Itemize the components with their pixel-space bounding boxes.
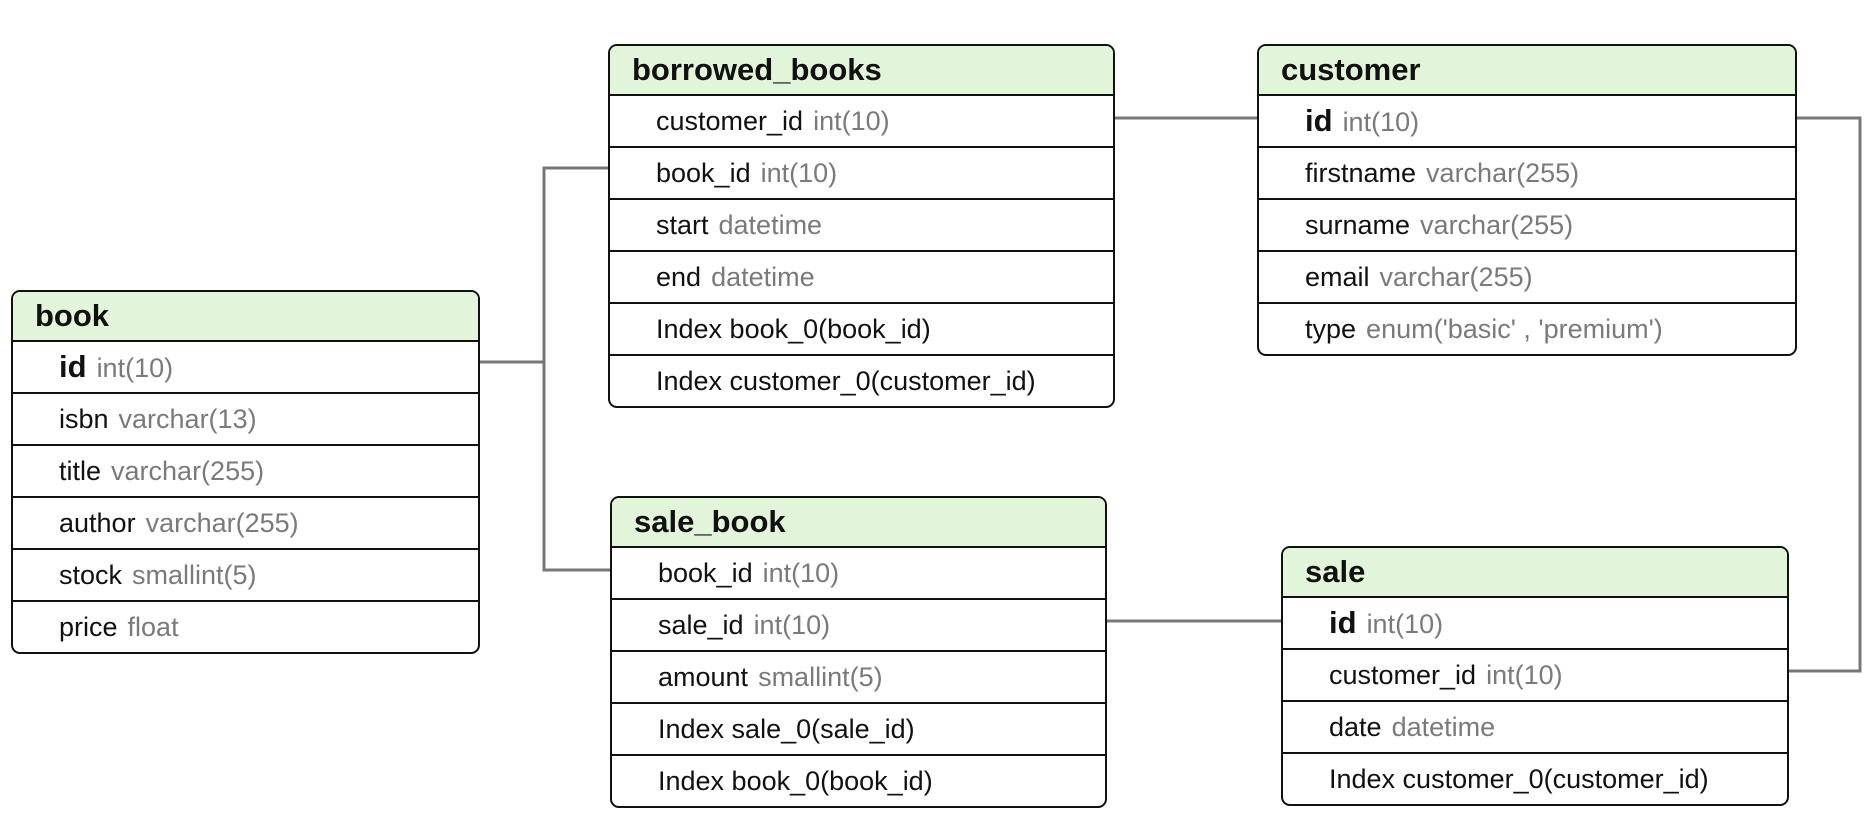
- column-name: book_id: [658, 558, 753, 588]
- column-name: firstname: [1305, 158, 1417, 188]
- table-title: sale: [1283, 548, 1787, 598]
- column-type: varchar(255): [1379, 262, 1533, 292]
- column-name: id: [59, 349, 87, 384]
- column-row[interactable]: author varchar(255): [13, 496, 478, 548]
- column-row[interactable]: end datetime: [610, 250, 1113, 302]
- column-row[interactable]: email varchar(255): [1259, 250, 1795, 302]
- column-type: enum('basic' , 'premium'): [1366, 314, 1663, 344]
- column-type: smallint(5): [758, 662, 883, 692]
- column-row[interactable]: customer_id int(10): [1283, 648, 1787, 700]
- column-row[interactable]: book_id int(10): [612, 548, 1105, 598]
- column-name: title: [59, 456, 102, 486]
- column-name: price: [59, 612, 118, 642]
- column-row[interactable]: sale_id int(10): [612, 598, 1105, 650]
- column-type: datetime: [711, 262, 815, 292]
- column-type: int(10): [753, 610, 831, 640]
- column-name: end: [656, 262, 702, 292]
- index-row[interactable]: Index book_0(book_id): [612, 754, 1105, 806]
- index-row[interactable]: Index customer_0(customer_id): [1283, 752, 1787, 804]
- connector-customer-sale: [1789, 116, 1862, 673]
- column-name: type: [1305, 314, 1357, 344]
- column-name: date: [1329, 712, 1382, 742]
- column-row[interactable]: price float: [13, 600, 478, 652]
- column-type: int(10): [1342, 107, 1420, 137]
- column-name: book_id: [656, 158, 751, 188]
- index-row[interactable]: Index sale_0(sale_id): [612, 702, 1105, 754]
- column-row[interactable]: id int(10): [13, 342, 478, 392]
- column-row[interactable]: date datetime: [1283, 700, 1787, 752]
- column-type: datetime: [1391, 712, 1496, 742]
- column-name: author: [59, 508, 136, 538]
- column-name: customer_id: [1329, 660, 1477, 690]
- column-name: sale_id: [658, 610, 744, 640]
- table-title: sale_book: [612, 498, 1105, 548]
- connector-book-sale-book: [542, 362, 610, 572]
- column-type: varchar(255): [1426, 158, 1580, 188]
- column-row[interactable]: stock smallint(5): [13, 548, 478, 600]
- column-row[interactable]: title varchar(255): [13, 444, 478, 496]
- column-type: int(10): [813, 106, 890, 136]
- column-row[interactable]: firstname varchar(255): [1259, 146, 1795, 198]
- index-row[interactable]: Index customer_0(customer_id): [610, 354, 1113, 406]
- column-type: int(10): [1366, 609, 1444, 639]
- column-type: varchar(255): [1420, 210, 1574, 240]
- column-type: smallint(5): [132, 560, 257, 590]
- column-name: id: [1329, 605, 1357, 640]
- column-type: varchar(255): [145, 508, 299, 538]
- column-row[interactable]: start datetime: [610, 198, 1113, 250]
- column-row[interactable]: customer_id int(10): [610, 96, 1113, 146]
- column-type: int(10): [1486, 660, 1563, 690]
- column-type: varchar(255): [111, 456, 265, 486]
- column-name: start: [656, 210, 709, 240]
- connector-book-borrowed-books: [478, 166, 608, 364]
- column-name: isbn: [59, 404, 109, 434]
- table-title: book: [13, 292, 478, 342]
- column-row[interactable]: id int(10): [1283, 598, 1787, 648]
- column-name: email: [1305, 262, 1370, 292]
- column-type: int(10): [762, 558, 840, 588]
- column-type: varchar(13): [118, 404, 257, 434]
- column-row[interactable]: amount smallint(5): [612, 650, 1105, 702]
- column-type: datetime: [718, 210, 823, 240]
- column-row[interactable]: book_id int(10): [610, 146, 1113, 198]
- table-title: customer: [1259, 46, 1795, 96]
- table-borrowed-books[interactable]: borrowed_books customer_id int(10) book_i…: [608, 44, 1115, 408]
- table-book[interactable]: book id int(10) isbn varchar(13) title varc…: [11, 290, 480, 654]
- table-title: borrowed_books: [610, 46, 1113, 96]
- column-name: stock: [59, 560, 123, 590]
- column-row[interactable]: isbn varchar(13): [13, 392, 478, 444]
- column-type: int(10): [760, 158, 838, 188]
- index-row[interactable]: Index book_0(book_id): [610, 302, 1113, 354]
- column-name: amount: [658, 662, 749, 692]
- column-row[interactable]: id int(10): [1259, 96, 1795, 146]
- column-type: int(10): [96, 353, 174, 383]
- column-name: id: [1305, 103, 1333, 138]
- column-name: surname: [1305, 210, 1411, 240]
- column-name: customer_id: [656, 106, 804, 136]
- column-row[interactable]: surname varchar(255): [1259, 198, 1795, 250]
- column-type: float: [127, 612, 179, 642]
- column-row[interactable]: type enum('basic' , 'premium'): [1259, 302, 1795, 354]
